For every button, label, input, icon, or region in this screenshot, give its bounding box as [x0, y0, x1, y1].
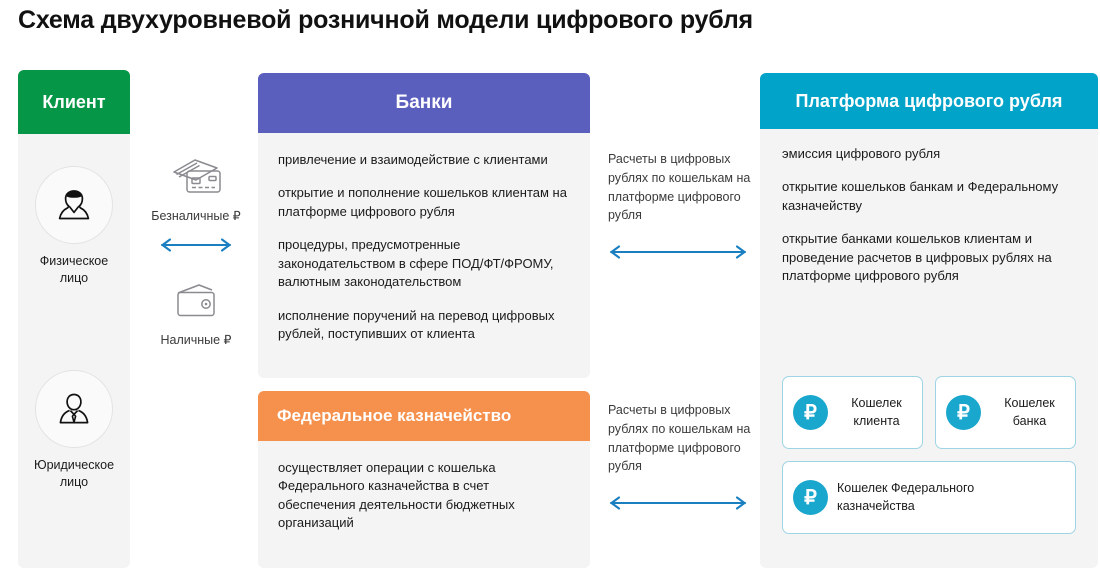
banks-bullet: открытие и пополнение кошельков клиентам… — [278, 185, 567, 219]
platform-card-header: Платформа цифрового рубля — [760, 73, 1098, 129]
treasury-bullet: осуществляет операции с кошелька Федерал… — [278, 460, 515, 531]
banks-card-header: Банки — [258, 73, 590, 133]
connector-text: Расчеты в цифровых рублях по кошелькам н… — [608, 403, 751, 474]
client-person-legal: Юридическое лицо — [18, 370, 130, 491]
wallet-box-client-label: Кошелек клиента — [837, 395, 922, 430]
label-line-1: Кошелек — [851, 396, 902, 411]
banks-card: Банки привлечение и взаимодействие с кли… — [258, 73, 590, 378]
cashless-caption: Безналичные ₽ — [151, 209, 241, 223]
platform-bullet: открытие банками кошельков клиентам и пр… — [782, 231, 1052, 284]
wallet-box-treasury[interactable]: ₽ Кошелек Федерального казначейства — [782, 461, 1076, 534]
banks-bullet-list: привлечение и взаимодействие с клиентами… — [258, 133, 590, 354]
banks-platform-connector-top: Расчеты в цифровых рублях по кошелькам н… — [608, 150, 758, 265]
client-card-header: Клиент — [18, 70, 130, 134]
cash-caption: Наличные ₽ — [160, 333, 232, 347]
treasury-card: Федеральное казначейство осуществляет оп… — [258, 391, 590, 568]
label-line-1: Кошелек Федерального — [837, 481, 975, 496]
client-person-individual-label: Физическое лицо — [40, 253, 108, 287]
banks-bullet: исполнение поручений на перевод цифровых… — [278, 307, 555, 342]
label-line-1: Кошелек — [1004, 396, 1055, 411]
person-casual-icon — [58, 190, 90, 220]
person-business-icon — [59, 393, 89, 424]
credit-cards-icon — [173, 159, 221, 193]
label-line-2: лицо — [59, 270, 89, 285]
banks-bullet: привлечение и взаимодействие с клиентами — [278, 152, 548, 167]
label-line-2: клиента — [853, 413, 900, 428]
platform-bullet: эмиссия цифрового рубля — [782, 146, 941, 161]
client-bank-connector: Безналичные ₽ Наличные ₽ — [138, 150, 254, 365]
wallet-icon-wrap — [168, 274, 224, 330]
connector-arrow — [608, 244, 758, 265]
client-person-individual: Физическое лицо — [18, 166, 130, 287]
avatar — [35, 166, 113, 244]
avatar — [35, 370, 113, 448]
connector-text: Расчеты в цифровых рублях по кошелькам н… — [608, 152, 751, 223]
label-line-2: банка — [1012, 413, 1047, 428]
wallet-box-bank[interactable]: ₽ Кошелек банка — [935, 376, 1076, 449]
platform-card: Платформа цифрового рубля эмиссия цифров… — [760, 73, 1098, 568]
wallet-grid: ₽ Кошелек клиента ₽ Кошелек банка ₽ — [782, 376, 1076, 546]
connector-arrow — [608, 495, 758, 516]
ruble-icon: ₽ — [793, 480, 828, 515]
wallet-box-treasury-label: Кошелек Федерального казначейства — [837, 480, 974, 515]
treasury-card-header: Федеральное казначейство — [258, 391, 590, 441]
wallet-row: ₽ Кошелек клиента ₽ Кошелек банка — [782, 376, 1076, 449]
treasury-platform-connector-bottom: Расчеты в цифровых рублях по кошелькам н… — [608, 401, 758, 516]
client-bank-arrow — [159, 237, 233, 258]
label-line-1: Физическое — [39, 254, 109, 268]
credit-cards-icon-wrap — [165, 150, 227, 206]
label-line-2: казначейства — [837, 498, 915, 513]
wallet-icon — [177, 284, 215, 317]
wallet-row: ₽ Кошелек Федерального казначейства — [782, 461, 1076, 534]
double-arrow-horizontal-icon — [609, 245, 747, 259]
label-line-1: Юридическое — [33, 458, 115, 472]
platform-bullet-list: эмиссия цифрового рубля открытие кошельк… — [760, 129, 1098, 292]
ruble-icon: ₽ — [793, 395, 828, 430]
page-title: Схема двухуровневой розничной модели циф… — [18, 6, 753, 34]
wallet-box-client[interactable]: ₽ Кошелек клиента — [782, 376, 923, 449]
treasury-bullet-list: осуществляет операции с кошелька Федерал… — [258, 441, 590, 543]
platform-bullet: открытие кошельков банкам и Федеральному… — [782, 179, 1059, 213]
ruble-icon: ₽ — [946, 395, 981, 430]
double-arrow-horizontal-icon — [609, 496, 747, 510]
client-person-legal-label: Юридическое лицо — [34, 457, 114, 491]
banks-bullet: процедуры, предусмотренные законодательс… — [278, 237, 554, 290]
client-card: Клиент Физическое лицо — [18, 70, 130, 568]
label-line-2: лицо — [59, 474, 89, 489]
double-arrow-horizontal-icon — [160, 238, 232, 252]
wallet-box-bank-label: Кошелек банка — [990, 395, 1075, 430]
